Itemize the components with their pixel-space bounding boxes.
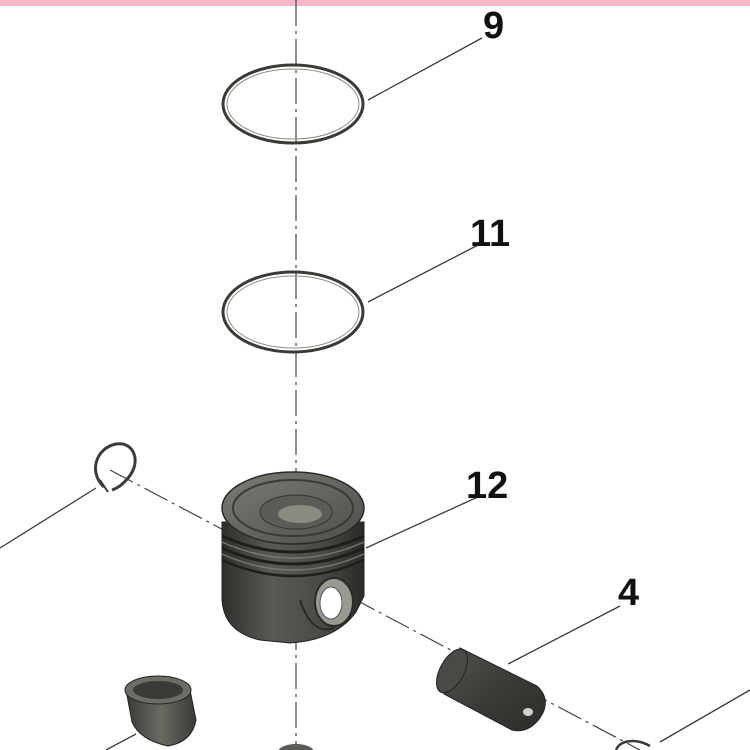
leader-12 (365, 495, 481, 549)
ring-11 (221, 270, 365, 354)
pin-axis (109, 469, 641, 750)
callout-12: 12 (466, 465, 508, 507)
leader-circlip-right (659, 689, 750, 743)
leader-lines (0, 37, 750, 750)
lower-part (278, 744, 314, 750)
leader-bushing (105, 733, 137, 750)
callout-11: 11 (470, 213, 510, 255)
top-band (0, 0, 750, 6)
circlip-left (94, 442, 137, 493)
callout-9: 9 (483, 5, 504, 47)
leader-circlip-left (0, 487, 97, 549)
ring-9 (221, 63, 365, 145)
bushing (124, 675, 197, 747)
leader-9 (367, 37, 483, 101)
piston-12 (221, 471, 365, 644)
circlip-right (614, 739, 651, 750)
callout-4: 4 (618, 572, 639, 614)
leader-4 (507, 605, 621, 665)
leader-11 (367, 243, 481, 303)
piston-pin-4 (436, 647, 546, 732)
